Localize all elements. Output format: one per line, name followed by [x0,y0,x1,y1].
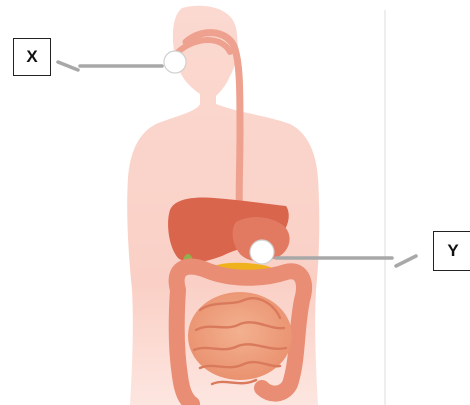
pointer-y-dot [250,240,274,264]
label-y: Y [433,231,470,271]
label-x: X [13,38,51,76]
label-y-text: Y [447,241,458,261]
pointer-x-dot [164,51,186,73]
label-x-text: X [26,47,37,67]
pointer-x [58,51,186,73]
